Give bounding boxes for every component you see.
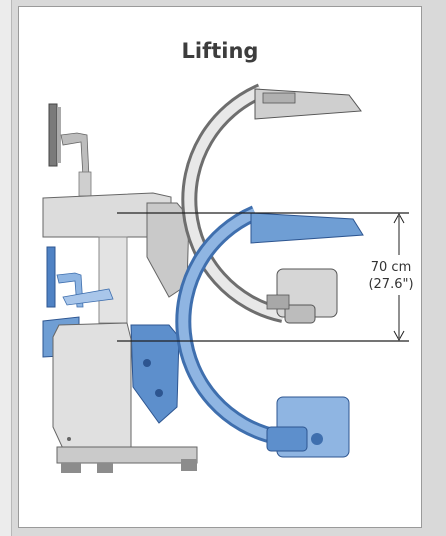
source-housing-upper xyxy=(266,268,338,324)
upper-position xyxy=(42,83,362,324)
diagram-title: Lifting xyxy=(181,39,259,63)
monitor-lower xyxy=(46,246,114,308)
lower-position xyxy=(42,205,364,458)
source-housing-lower xyxy=(266,396,350,458)
arm-support-lower xyxy=(130,324,180,424)
detector-lower xyxy=(250,212,364,244)
c-arm-lifting-diagram: 70 cm (27.6") xyxy=(42,83,420,473)
diagram-card: Lifting xyxy=(18,6,422,528)
mobile-base xyxy=(52,322,198,473)
monitor-upper xyxy=(48,103,92,197)
lift-measurement: 70 cm (27.6") xyxy=(117,212,420,342)
measurement-imperial: (27.6") xyxy=(368,277,413,292)
c-arc-upper xyxy=(181,83,285,323)
lift-column xyxy=(98,236,128,324)
measurement-metric: 70 cm xyxy=(371,260,412,275)
left-edge-strip xyxy=(0,0,12,536)
